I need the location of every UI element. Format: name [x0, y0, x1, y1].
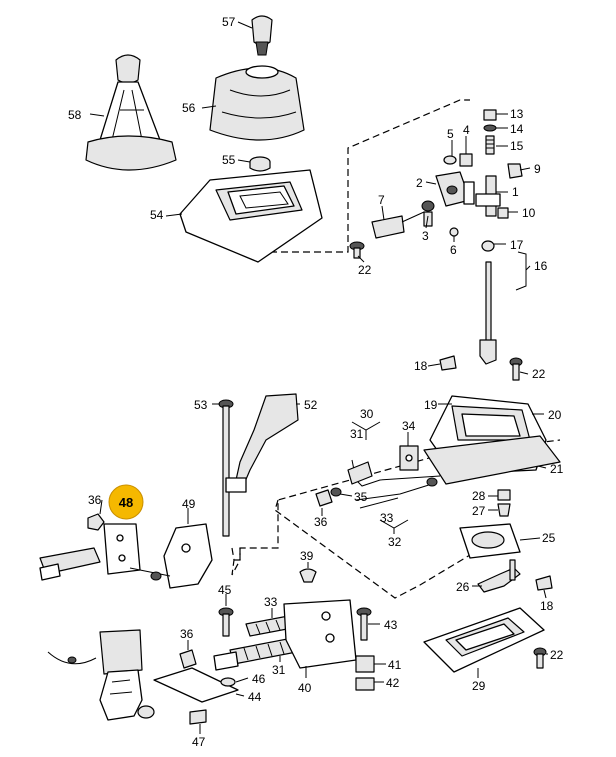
callout-22-upper[interactable]: 22 [358, 263, 372, 277]
leader-lines [89, 21, 548, 734]
dashed-frame-left [234, 548, 241, 561]
shift-boot [209, 65, 305, 141]
callout-5[interactable]: 5 [447, 127, 454, 141]
bracket-48 [39, 523, 141, 581]
callout-40[interactable]: 40 [298, 681, 312, 695]
clip-39 [299, 568, 317, 583]
mount-assembly-25 [459, 489, 521, 559]
link-26 [477, 559, 521, 593]
callout-56[interactable]: 56 [182, 101, 196, 115]
nut-36-b [315, 489, 333, 507]
callout-47[interactable]: 47 [192, 735, 206, 749]
gear-knob-boot-left [85, 54, 177, 171]
callout-52[interactable]: 52 [304, 398, 318, 412]
callout-53[interactable]: 53 [194, 398, 208, 412]
selector-mechanism [435, 171, 501, 217]
shift-rod [479, 240, 497, 365]
callout-36-mid[interactable]: 36 [314, 515, 328, 529]
callout-20[interactable]: 20 [548, 408, 562, 422]
callout-19[interactable]: 19 [424, 398, 438, 412]
nut-clip [497, 163, 523, 219]
callout-46[interactable]: 46 [252, 672, 266, 686]
callout-3[interactable]: 3 [422, 229, 429, 243]
callout-9[interactable]: 9 [534, 162, 541, 176]
bolt-45 [218, 607, 234, 637]
callout-17[interactable]: 17 [510, 238, 524, 252]
callout-18-upper[interactable]: 18 [414, 359, 428, 373]
callout-14[interactable]: 14 [510, 122, 524, 136]
callout-32[interactable]: 32 [388, 535, 402, 549]
bolt-53 [218, 399, 234, 537]
spacer-41-42 [355, 655, 375, 691]
console-trim [179, 169, 323, 263]
callout-4[interactable]: 4 [463, 123, 470, 137]
callout-36-left[interactable]: 36 [88, 493, 102, 507]
callout-7[interactable]: 7 [378, 193, 385, 207]
callout-57[interactable]: 57 [222, 15, 236, 29]
callout-49[interactable]: 49 [182, 497, 196, 511]
clip-18-upper [439, 355, 457, 371]
bolt-22-lower [533, 647, 547, 669]
callout-labels: 57 58 56 55 54 13 14 15 5 4 9 2 1 7 10 3… [68, 15, 564, 749]
clip-18-lower [535, 575, 553, 591]
mounting-plate-34 [399, 445, 419, 471]
callout-30[interactable]: 30 [360, 407, 374, 421]
callout-48[interactable]: 48 [119, 495, 133, 510]
callout-33-upper[interactable]: 33 [380, 511, 394, 525]
callout-16[interactable]: 16 [534, 259, 548, 273]
base-bracket-40 [283, 599, 357, 669]
selector-bracket [371, 200, 459, 239]
callout-15[interactable]: 15 [510, 139, 524, 153]
callout-43[interactable]: 43 [384, 618, 398, 632]
bolt-22-middle [509, 357, 523, 381]
callout-35[interactable]: 35 [354, 490, 368, 504]
callout-26[interactable]: 26 [456, 580, 470, 594]
callout-58[interactable]: 58 [68, 108, 82, 122]
callout-36-bottom[interactable]: 36 [180, 627, 194, 641]
callout-13[interactable]: 13 [510, 107, 524, 121]
nut-36-c [179, 649, 197, 669]
callout-34[interactable]: 34 [402, 419, 416, 433]
callout-33-lower[interactable]: 33 [264, 595, 278, 609]
highlight-48-circle[interactable] [108, 484, 144, 520]
lever-49 [129, 523, 213, 589]
gear-knob-top [251, 15, 273, 56]
nut-36-a [87, 513, 105, 531]
callout-42[interactable]: 42 [386, 676, 400, 690]
link-plate-44 [153, 667, 239, 725]
selector-cable [330, 459, 441, 509]
clip-fastener-set [483, 109, 497, 155]
callout-1[interactable]: 1 [512, 185, 519, 199]
shifter-housing [423, 395, 561, 485]
callout-18-lower[interactable]: 18 [540, 599, 554, 613]
callout-28[interactable]: 28 [472, 489, 486, 503]
callout-55[interactable]: 55 [222, 153, 236, 167]
callout-41[interactable]: 41 [388, 658, 402, 672]
shift-trim-29 [423, 607, 545, 673]
bushing-parts [443, 153, 473, 167]
callout-27[interactable]: 27 [472, 504, 486, 518]
callout-39[interactable]: 39 [300, 549, 314, 563]
callout-54[interactable]: 54 [150, 208, 164, 222]
callout-10[interactable]: 10 [522, 206, 536, 220]
callout-31-lower[interactable]: 31 [272, 663, 286, 677]
shift-lever-52 [225, 393, 299, 493]
bolt-22-upper [349, 241, 365, 259]
bolt-43 [356, 607, 372, 641]
callout-21[interactable]: 21 [550, 462, 564, 476]
callout-6[interactable]: 6 [450, 243, 457, 257]
shift-actuator [47, 629, 155, 721]
callout-22-lower[interactable]: 22 [550, 648, 564, 662]
callout-44[interactable]: 44 [248, 690, 262, 704]
callout-22-middle[interactable]: 22 [532, 367, 546, 381]
retaining-ring [249, 156, 271, 172]
callout-29[interactable]: 29 [472, 679, 486, 693]
callout-2[interactable]: 2 [416, 176, 423, 190]
callout-25[interactable]: 25 [542, 531, 556, 545]
callout-31-upper[interactable]: 31 [350, 427, 364, 441]
callout-45[interactable]: 45 [218, 583, 232, 597]
